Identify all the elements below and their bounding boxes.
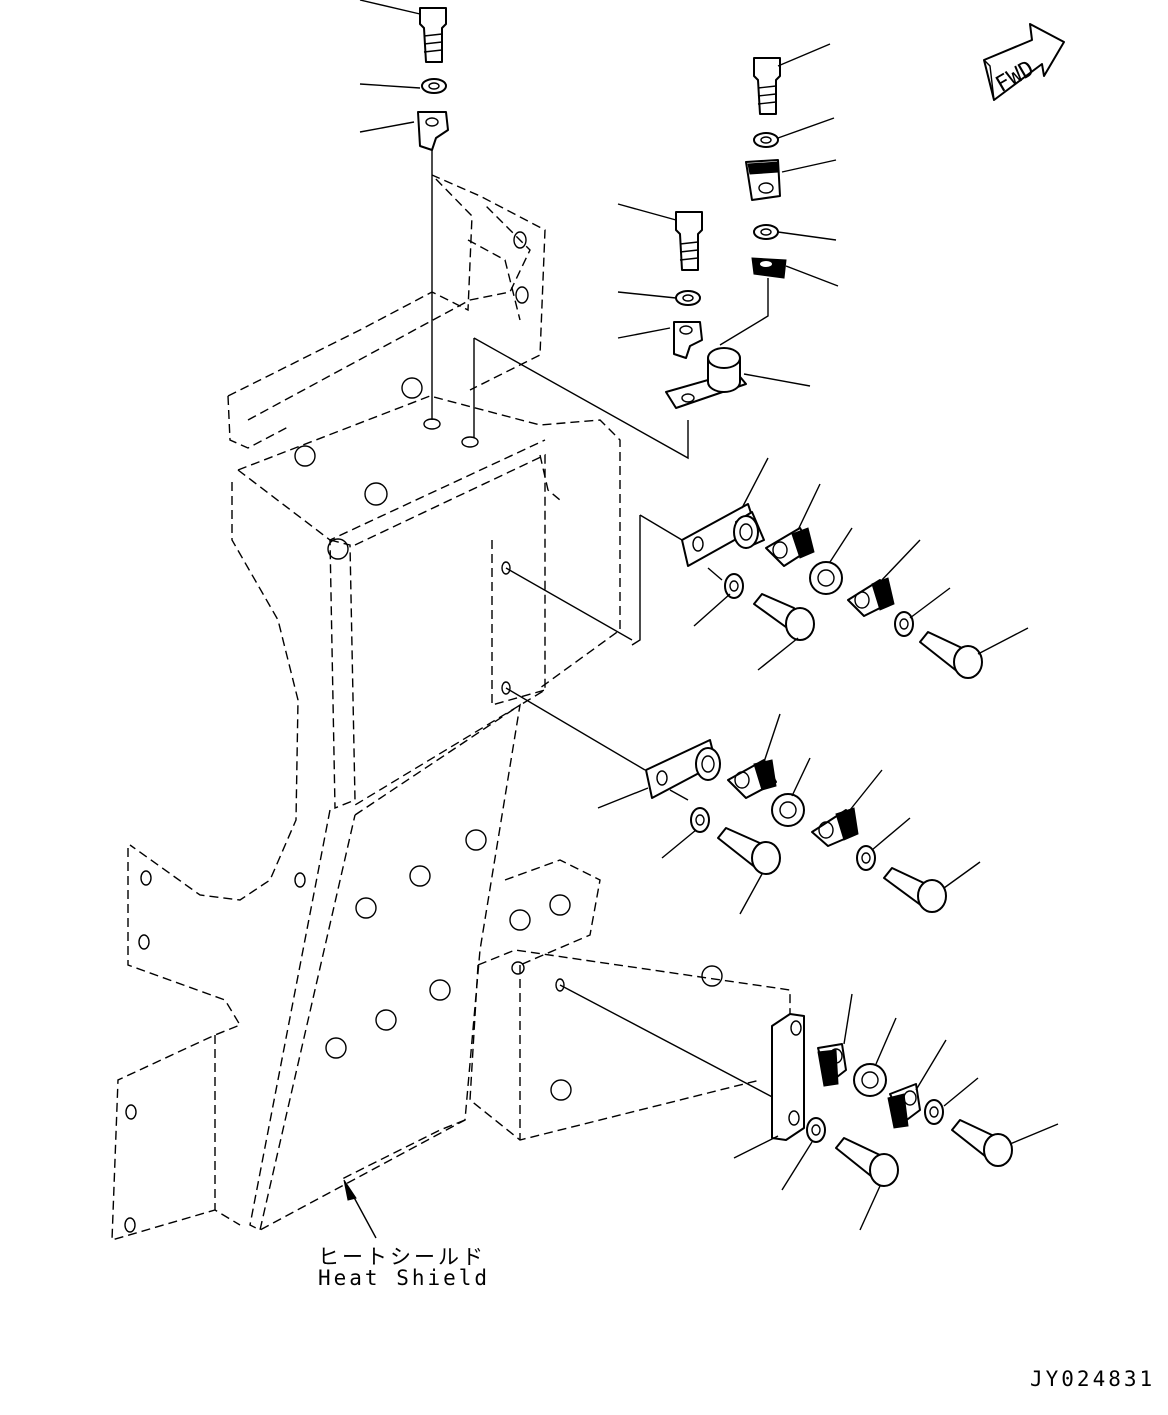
bolt-top-left	[419, 7, 447, 63]
clamp-row-2a	[727, 759, 777, 799]
spacer-row-2	[771, 793, 805, 827]
heat-shield-label-english: Heat Shield	[318, 1266, 491, 1290]
clamp-top-right	[745, 159, 781, 201]
frame-structure	[111, 174, 791, 1241]
washer-row-3b	[924, 1099, 944, 1125]
heat-shield-callout-arrow	[343, 1179, 377, 1239]
clamp-row-1b	[847, 577, 895, 617]
fwd-direction-arrow: FWD	[983, 23, 1065, 101]
clamp-row-3b	[887, 1083, 921, 1129]
bolt-top-right	[753, 57, 781, 115]
structure-bolts	[294, 377, 723, 1101]
washer-row-3a	[806, 1117, 826, 1143]
bolt-middle	[675, 211, 703, 271]
bracket-row-3	[771, 1013, 805, 1141]
spacer-mount-top	[665, 347, 747, 409]
spacer-row-3	[853, 1063, 887, 1097]
washer-mid-right	[753, 224, 779, 240]
clamp-row-2b	[811, 807, 859, 847]
mount-row-1	[681, 503, 765, 567]
clamp-row-1a	[765, 527, 815, 567]
clamp-middle	[673, 321, 703, 359]
clip-mid-right	[751, 257, 787, 279]
washer-row-1a	[724, 573, 744, 599]
reference-leaders	[359, 0, 1059, 1231]
washer-middle	[675, 290, 701, 306]
heat-shield-label-japanese: ヒートシールド	[318, 1245, 486, 1269]
structure-holes	[124, 231, 565, 1233]
clamp-top-left	[417, 111, 449, 151]
clamp-row-3a	[817, 1043, 847, 1087]
bolt-row-1a	[753, 593, 815, 641]
washer-row-2b	[856, 845, 876, 871]
spacer-row-1	[809, 561, 843, 595]
drawing-number: JY024831	[1030, 1367, 1156, 1391]
bolt-row-3b	[951, 1119, 1013, 1167]
fwd-label: FWD	[992, 56, 1039, 98]
washer-row-1b	[894, 611, 914, 637]
washer-top-right	[753, 132, 779, 148]
bolt-row-3a	[835, 1137, 899, 1187]
bolt-row-2b	[883, 867, 947, 913]
mount-row-2	[645, 739, 721, 799]
washer-top-left	[421, 78, 447, 94]
assembly-leader-lines	[431, 150, 779, 1101]
bolt-row-2a	[717, 827, 781, 875]
washer-row-2a	[690, 807, 710, 833]
bolt-row-1b	[919, 631, 983, 679]
